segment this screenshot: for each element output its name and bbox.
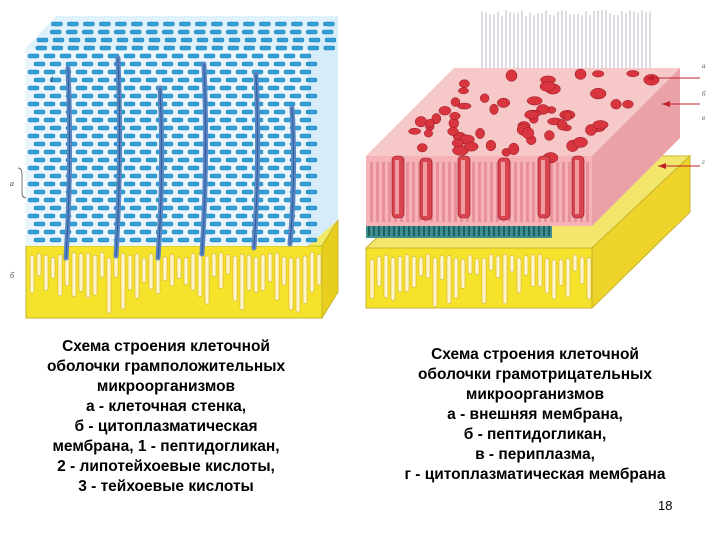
caption-line: б - пептидогликан, (463, 426, 607, 443)
peptidoglycan-layer-left (26, 16, 338, 261)
caption-line: микроорганизмов (465, 386, 605, 403)
caption-line: а - клеточная стенка, (85, 398, 247, 415)
caption-line: Схема строения клеточной (62, 338, 270, 355)
marker-left-1: 1 (50, 75, 54, 84)
caption-line: г - цитоплазматическая мембрана (404, 466, 666, 483)
gram-positive-diagram: 1 а б (10, 16, 339, 320)
marker-right-g: г (702, 158, 705, 166)
caption-line: микроорганизмов (96, 378, 236, 395)
marker-left-b: б (10, 271, 15, 280)
marker-right-a: а (702, 62, 706, 70)
lps-antigen-chains (481, 10, 651, 72)
caption-line: оболочки грамотрицательных (417, 366, 653, 383)
caption-line: Схема строения клеточной (431, 346, 639, 363)
slide-number: 18 (658, 498, 673, 513)
caption-line: оболочки грамположительных (46, 358, 286, 375)
caption-line: 2 - липотейхоевые кислоты, (57, 458, 275, 475)
caption-line: а - внешняя мембрана, (447, 406, 623, 423)
outer-membrane-right (366, 68, 680, 226)
right-caption: Схема строения клеточной оболочки грамот… (362, 345, 708, 485)
caption-line: в - периплазма, (475, 446, 595, 463)
left-caption: Схема строения клеточной оболочки грампо… (6, 337, 326, 497)
marker-right-b: б (702, 90, 706, 98)
caption-line: б - цитоплазматическая (74, 418, 258, 435)
bracket-left-a (17, 167, 27, 199)
marker-right-v: в (702, 114, 705, 122)
label-arrows-right (646, 75, 700, 169)
gram-negative-diagram: а б в г (364, 10, 706, 310)
caption-line: 3 - тейхоевые кислоты (78, 478, 254, 495)
marker-left-a: а (10, 179, 14, 188)
caption-line: мембрана, 1 - пептидогликан, (52, 438, 280, 455)
